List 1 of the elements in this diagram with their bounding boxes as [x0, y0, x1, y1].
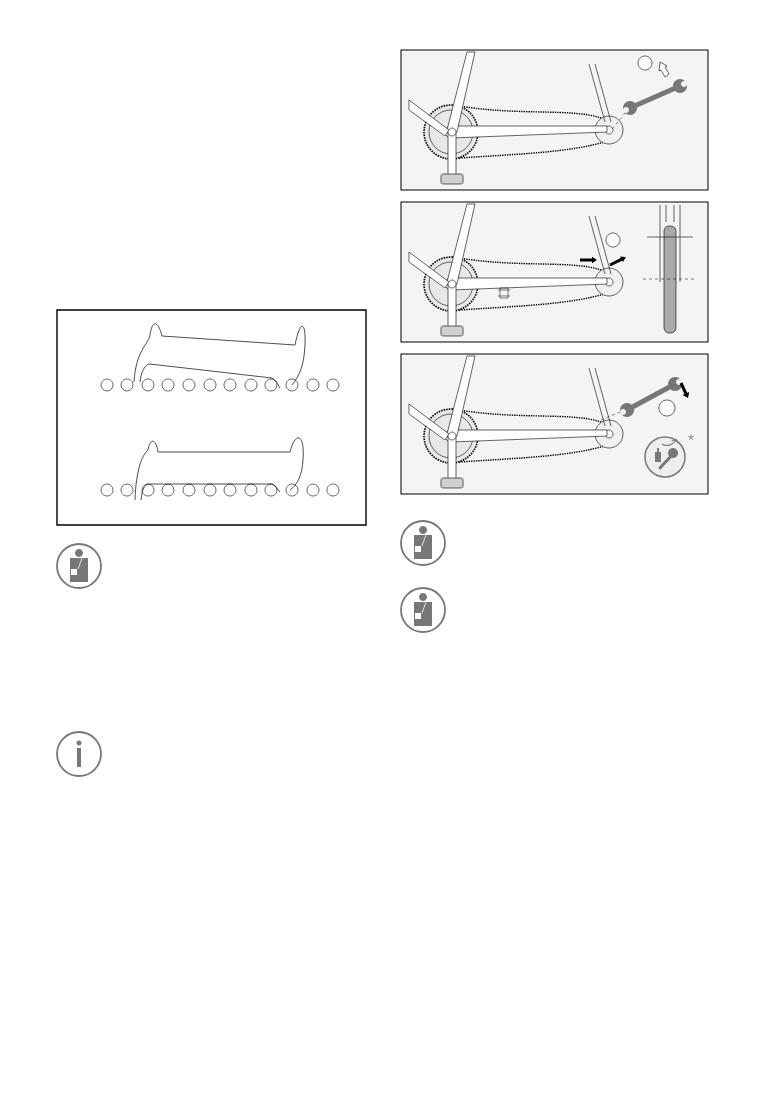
asterisk: * [688, 434, 694, 441]
